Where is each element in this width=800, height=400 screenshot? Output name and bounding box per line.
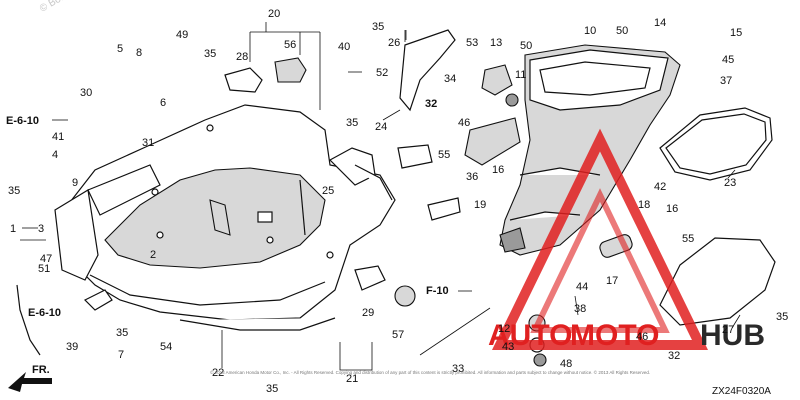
ref-f10: F-10 (426, 285, 449, 297)
callout-20: 20 (268, 8, 280, 20)
logo-text-hub: HUB (700, 319, 765, 352)
callout-14: 14 (654, 17, 666, 29)
callout-9: 9 (72, 177, 78, 189)
callout-57: 57 (392, 329, 404, 341)
callout-35a: 35 (372, 21, 384, 33)
callout-18: 18 (638, 199, 650, 211)
callout-8: 8 (136, 47, 142, 59)
callout-46a: 46 (458, 117, 470, 129)
callout-47: 47 (40, 253, 52, 265)
callout-31: 31 (142, 137, 154, 149)
callout-19: 19 (474, 199, 486, 211)
small-parts (16, 29, 633, 367)
callout-50b: 50 (520, 40, 532, 52)
callout-42: 42 (654, 181, 666, 193)
callout-32a: 32 (425, 98, 437, 110)
seal-ring (659, 107, 773, 181)
callout-15: 15 (730, 27, 742, 39)
callout-35b: 35 (204, 48, 216, 60)
callout-35d: 35 (8, 185, 20, 197)
ref-e610-top: E-6-10 (6, 115, 39, 127)
callout-2: 2 (150, 249, 156, 261)
callout-28: 28 (236, 51, 248, 63)
callout-38: 38 (574, 303, 586, 315)
callout-35e: 35 (116, 327, 128, 339)
callout-12: 12 (498, 323, 510, 335)
callout-33: 33 (452, 363, 464, 375)
front-apron (54, 164, 161, 311)
diagram-code: ZX24F0320A (712, 386, 771, 397)
callout-55a: 55 (438, 149, 450, 161)
callout-24: 24 (375, 121, 387, 133)
callout-5: 5 (117, 43, 123, 55)
watermark-text: © Boats.net (38, 0, 89, 15)
callout-35c: 35 (346, 117, 358, 129)
leader-lines (20, 22, 741, 371)
front-arrow-label: FR. (32, 364, 50, 376)
callout-30: 30 (80, 87, 92, 99)
callout-16a: 16 (492, 164, 504, 176)
callout-55b: 55 (682, 233, 694, 245)
logo-text-auto: AUTO (488, 319, 572, 352)
callout-41: 41 (52, 131, 64, 143)
automotohub-logo: AUTO MOTO HUB (488, 128, 765, 352)
callout-10: 10 (584, 25, 596, 37)
callout-36: 36 (466, 171, 478, 183)
callout-46b: 46 (636, 331, 648, 343)
callout-50a: 50 (616, 25, 628, 37)
callout-39: 39 (66, 341, 78, 353)
logo-text-moto: MOTO (570, 319, 659, 352)
callout-16b: 16 (666, 203, 678, 215)
callout-52: 52 (376, 67, 388, 79)
callout-45: 45 (722, 54, 734, 66)
callout-53: 53 (466, 37, 478, 49)
side-cover (659, 237, 776, 326)
callout-37: 37 (720, 75, 732, 87)
callout-7: 7 (118, 349, 124, 361)
callout-4: 4 (52, 149, 58, 161)
callout-26: 26 (388, 37, 400, 49)
ref-e610-bottom: E-6-10 (28, 307, 61, 319)
callout-44: 44 (576, 281, 588, 293)
callout-1: 1 (10, 223, 16, 235)
callout-numbers: 1 2 3 4 5 6 7 8 9 10 11 12 13 14 15 16 1… (8, 8, 788, 395)
callout-35f: 35 (266, 383, 278, 395)
lower-pan (59, 104, 396, 331)
callout-17: 17 (606, 275, 618, 287)
front-arrow: FR. (8, 364, 52, 392)
callout-40: 40 (338, 41, 350, 53)
callout-6: 6 (160, 97, 166, 109)
callout-54: 54 (160, 341, 172, 353)
callout-43: 43 (502, 341, 514, 353)
callout-32b: 32 (668, 350, 680, 362)
callout-21: 21 (346, 373, 358, 385)
callout-25: 25 (322, 185, 334, 197)
callout-48: 48 (560, 358, 572, 370)
callout-51: 51 (38, 263, 50, 275)
callout-34: 34 (444, 73, 456, 85)
callout-13: 13 (490, 37, 502, 49)
callout-22: 22 (212, 367, 224, 379)
callout-23: 23 (724, 177, 736, 189)
callout-49: 49 (176, 29, 188, 41)
callout-27: 27 (722, 324, 734, 336)
callout-11: 11 (515, 69, 526, 81)
callout-29: 29 (362, 307, 374, 319)
copyright-text: © 2013 American Honda Motor Co., Inc. - … (210, 369, 650, 375)
callout-3: 3 (38, 223, 44, 235)
callout-35g: 35 (776, 311, 788, 323)
callout-56: 56 (284, 39, 296, 51)
